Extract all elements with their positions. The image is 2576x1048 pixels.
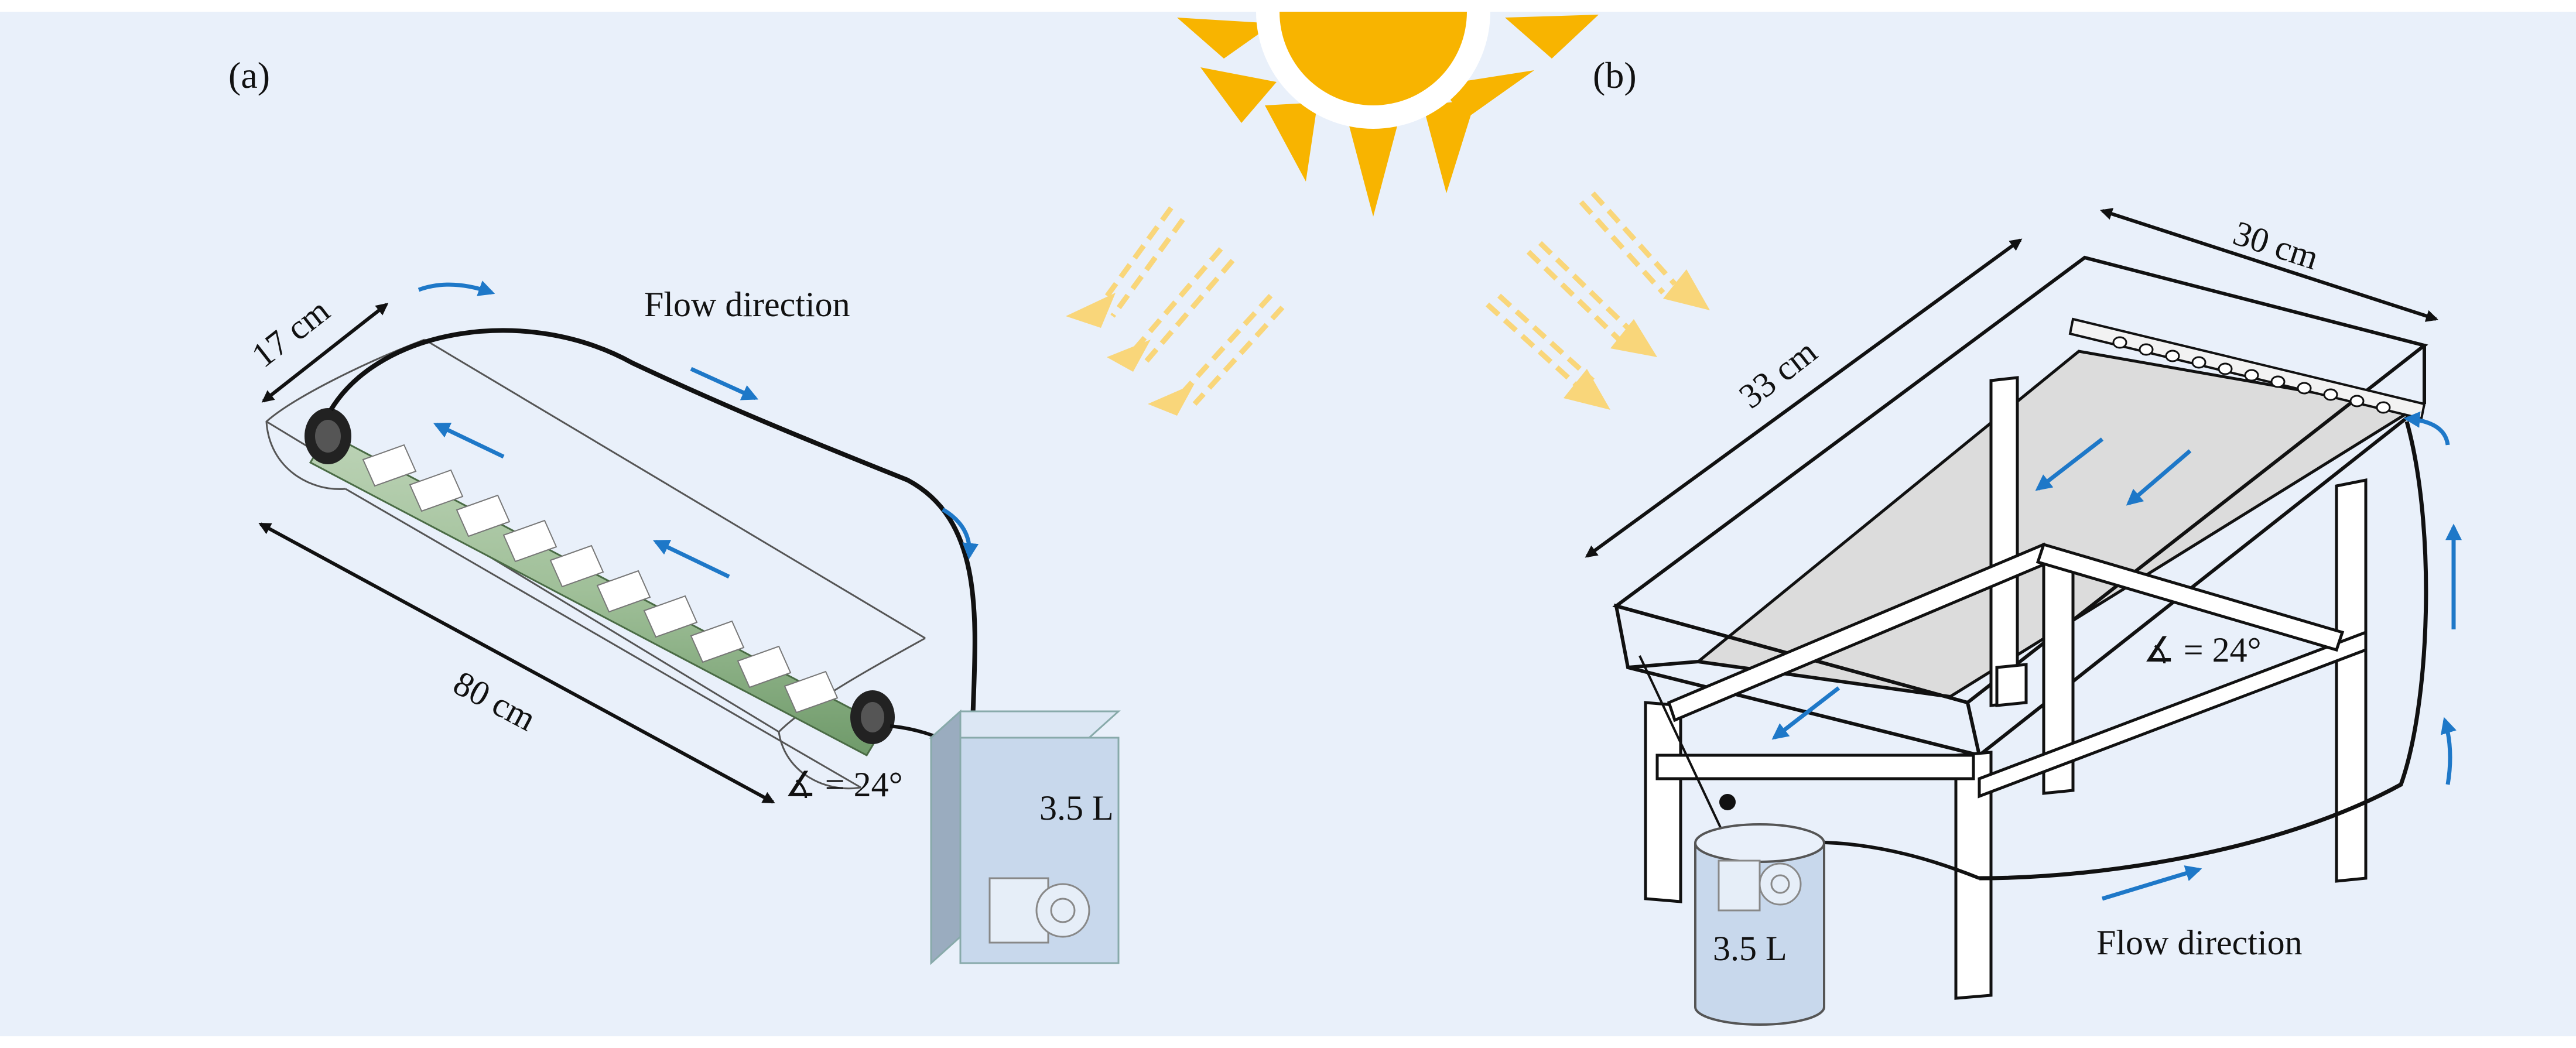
angle-label-b: ∡ = 24° bbox=[2143, 631, 2262, 669]
sun-icon bbox=[1177, 12, 1599, 217]
panel-b: (b) 33 cm 30 cm ∡ = 24° 3.5 L Flow direc… bbox=[1585, 54, 2462, 1026]
flow-arrows-b bbox=[1771, 411, 2462, 901]
flow-direction-label-b: Flow direction bbox=[2096, 923, 2303, 962]
dimension-17cm-arrow bbox=[261, 303, 389, 403]
sun-rays-left bbox=[1066, 206, 1285, 416]
dimension-80cm-arrow bbox=[258, 522, 775, 804]
reservoir-box-a bbox=[929, 709, 1121, 965]
dimension-33cm-arrow bbox=[1585, 238, 2023, 558]
pump-icon bbox=[988, 877, 1090, 944]
panel-a-label: (a) bbox=[228, 54, 270, 96]
distribution-pipe bbox=[2068, 317, 2426, 420]
panel-a: (a) Flow direction 17 cm 80 cm ∡ = 24° 3… bbox=[228, 54, 1121, 965]
volume-label-b: 3.5 L bbox=[1713, 929, 1787, 968]
angle-label-a: ∡ = 24° bbox=[785, 765, 903, 804]
return-tube bbox=[1979, 421, 2428, 881]
return-hose bbox=[329, 328, 977, 756]
drain-point bbox=[1719, 794, 1736, 810]
pump-icon-b bbox=[1718, 859, 1802, 912]
reservoir-cylinder-b bbox=[1694, 823, 1825, 1026]
flow-direction-label-a: Flow direction bbox=[644, 285, 850, 324]
flow-arrows-a bbox=[418, 280, 979, 579]
drain-line bbox=[1638, 655, 1735, 855]
volume-label-a: 3.5 L bbox=[1039, 789, 1114, 827]
dimension-30cm-arrow bbox=[2100, 208, 2438, 322]
panel-b-label: (b) bbox=[1593, 54, 1637, 96]
